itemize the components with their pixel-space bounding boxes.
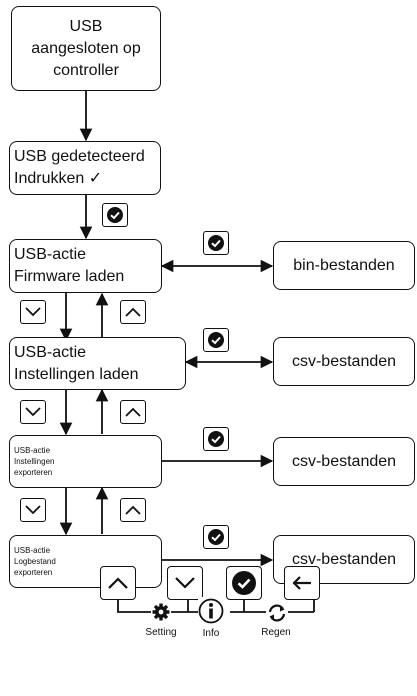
node-action-export-log-line2: Logbestand bbox=[14, 557, 56, 566]
file-bin: bin-bestanden bbox=[273, 241, 415, 290]
node-action-firmware-line2: Firmware laden bbox=[14, 268, 125, 285]
node-usb-detected-line1: USB gedetecteerd bbox=[14, 148, 145, 165]
legend-info-label: Info bbox=[202, 628, 220, 639]
node-action-export-settings: USB-actie Instellingen exporteren bbox=[9, 435, 162, 488]
info-icon bbox=[198, 597, 224, 625]
confirm-check-icon bbox=[203, 427, 229, 451]
confirm-check-icon bbox=[203, 231, 229, 255]
down-button[interactable] bbox=[167, 566, 203, 600]
node-action-load-settings-line1: USB-actie bbox=[14, 343, 87, 361]
chevron-down-icon bbox=[175, 577, 195, 589]
node-action-export-settings-line3: exporteren bbox=[14, 468, 53, 477]
refresh-icon bbox=[266, 603, 288, 623]
node-usb-connected: USB aangesloten op controller bbox=[11, 6, 161, 91]
node-action-firmware-line1: USB-actie bbox=[14, 246, 87, 263]
file-csv-load: csv-bestanden bbox=[273, 337, 415, 386]
chevron-up-icon bbox=[120, 498, 146, 522]
chevron-up-icon bbox=[120, 300, 146, 324]
confirm-button[interactable] bbox=[226, 566, 262, 600]
gear-icon bbox=[151, 602, 171, 622]
node-action-export-settings-line2: Instellingen bbox=[14, 457, 55, 466]
chevron-up-icon bbox=[120, 400, 146, 424]
confirm-check-icon bbox=[203, 525, 229, 549]
node-action-export-log-line3: exporteren bbox=[14, 568, 53, 577]
legend-setting-label: Setting bbox=[145, 627, 177, 638]
legend-regen-label: Regen bbox=[261, 627, 291, 638]
node-action-export-log: USB-actie Logbestand exporteren bbox=[9, 535, 162, 588]
node-usb-detected: USB gedetecteerd Indrukken ✓ bbox=[9, 141, 161, 195]
confirm-check-icon bbox=[102, 203, 128, 227]
confirm-check-icon bbox=[203, 328, 229, 352]
arrow-left-icon bbox=[292, 576, 311, 590]
check-circle-icon bbox=[232, 571, 256, 595]
chevron-down-icon bbox=[20, 300, 46, 324]
chevron-up-icon bbox=[108, 577, 128, 589]
file-csv-export-settings: csv-bestanden bbox=[273, 437, 415, 486]
node-action-export-log-line1: USB-actie bbox=[14, 546, 51, 555]
node-action-load-settings-line2: Instellingen laden bbox=[14, 365, 139, 383]
chevron-down-icon bbox=[20, 498, 46, 522]
node-action-firmware: USB-actie Firmware laden bbox=[9, 239, 162, 293]
back-button[interactable] bbox=[284, 566, 320, 600]
up-button[interactable] bbox=[100, 566, 136, 600]
legend-line-setting bbox=[117, 600, 206, 613]
node-action-load-settings: USB-actie Instellingen laden bbox=[9, 337, 186, 390]
node-action-export-settings-line1: USB-actie bbox=[14, 446, 51, 455]
node-usb-detected-line2: Indrukken ✓ bbox=[14, 170, 103, 187]
chevron-down-icon bbox=[20, 400, 46, 424]
